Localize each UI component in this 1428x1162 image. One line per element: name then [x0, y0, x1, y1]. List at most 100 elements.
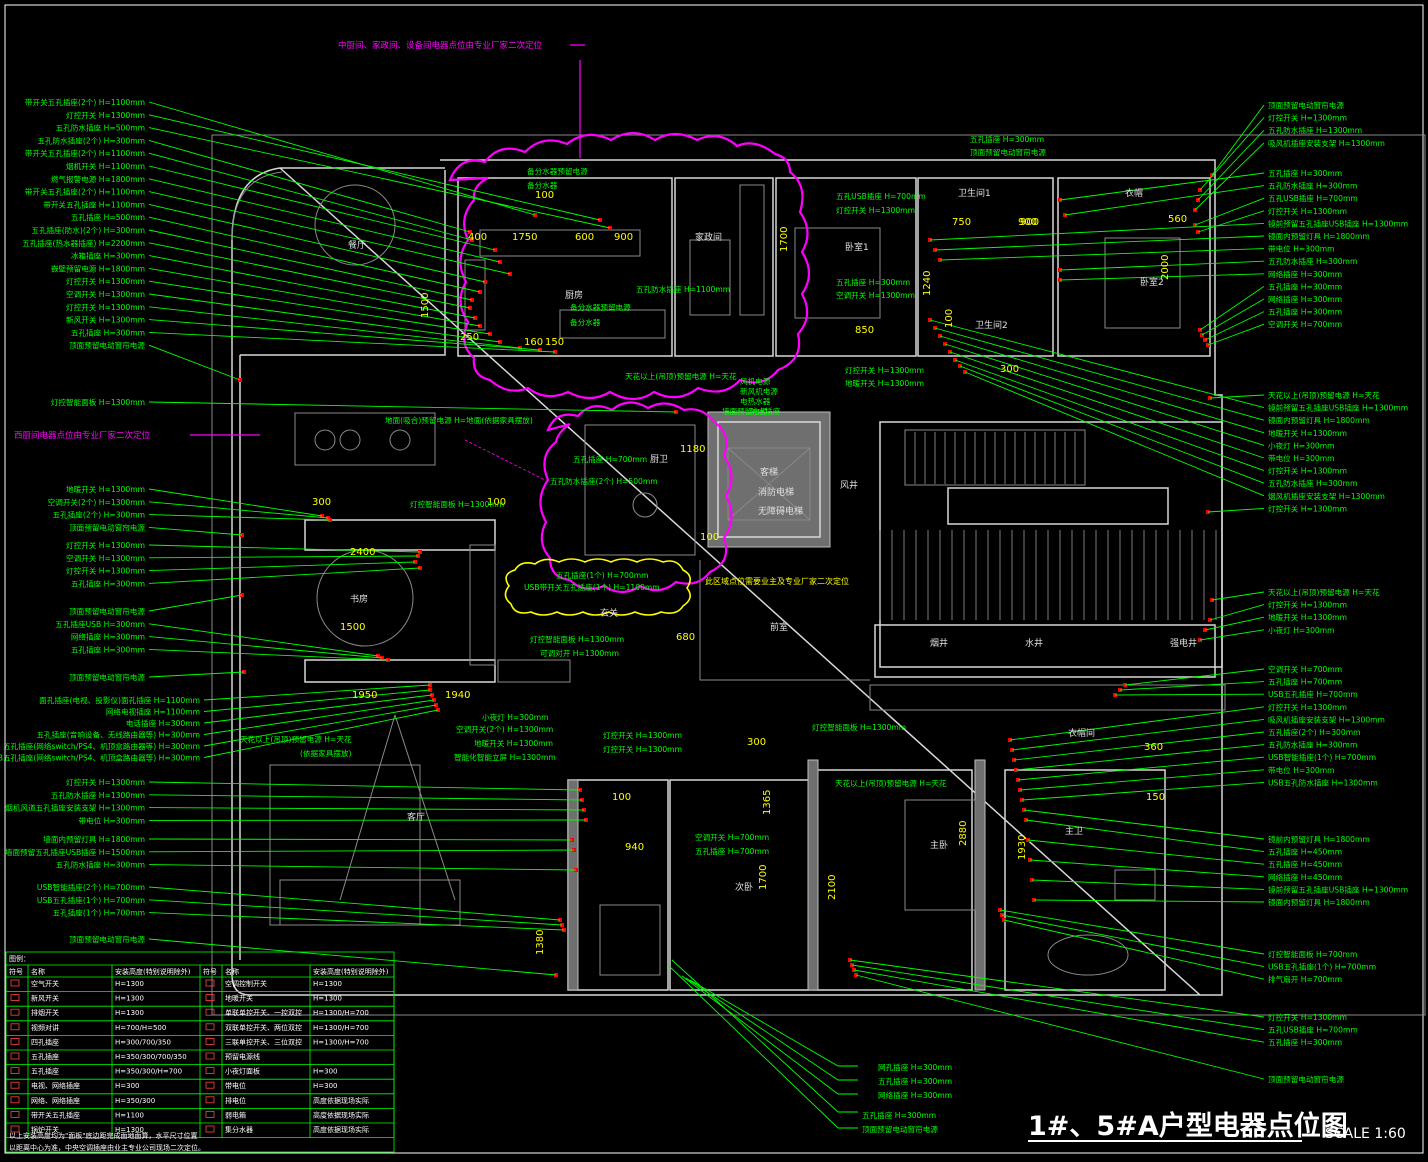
annotation-label: 带开关五孔插座 H=1100mm	[43, 199, 145, 209]
annotation-label: 空调开关(2个) H=1300mm	[48, 497, 145, 507]
annotation-label: 五孔插座(1个) H=700mm	[556, 570, 649, 580]
legend-cell: H=300	[313, 1068, 338, 1076]
room-label-closet: 衣帽	[1125, 187, 1143, 199]
annotation-label: 镜前预留五孔插座USB插座 H=1300mm	[1268, 218, 1408, 228]
annotation-label: 五孔插座 H=300mm	[71, 327, 145, 337]
room-label-closet2: 衣帽间	[1068, 727, 1095, 739]
annotation-label: 顶面预留电动窗帘电源	[69, 606, 145, 616]
annotation-label: 备分水器	[570, 317, 601, 327]
leader-line	[960, 366, 1264, 483]
annotation-label: 嵌壁预留电源 H=1800mm	[51, 263, 145, 273]
legend-symbol	[206, 1038, 214, 1044]
annotation-label: 网络插座 H=300mm	[71, 632, 145, 642]
annotation-label: 空调开关 H=700mm	[1268, 319, 1342, 329]
annotation-label: 五孔插座 H=300mm	[1268, 1037, 1342, 1047]
legend-symbol	[206, 1053, 214, 1059]
annotation-label: 镜前预留五孔插座USB插座 H=1300mm	[1268, 403, 1408, 413]
leader-line	[1200, 118, 1264, 190]
legend-cell: 单联单控开关、一控双控	[225, 1008, 302, 1017]
legend-title: 图例：	[9, 954, 30, 963]
annotation-label: 吸风机插座安装支架 H=1300mm	[1268, 138, 1385, 148]
annotation-label: USB智能插座(2个) H=700mm	[37, 882, 145, 892]
annotation-label: 顶面预留电动窗帘电源	[862, 1124, 938, 1134]
legend-symbol	[11, 1111, 19, 1117]
dimension-label: 1500	[420, 293, 431, 318]
annotation-label: 带开关五孔插座(2个) H=1100mm	[25, 97, 145, 107]
annotation-label: 新风机电源	[740, 386, 778, 396]
legend-cell: 高度依据现场实际	[313, 1125, 369, 1134]
leader-line	[149, 192, 510, 274]
note-left: 西厨间电器点位由专业厂家二次定位	[14, 430, 151, 441]
legend-symbol	[11, 1082, 19, 1088]
annotation-label: 灯控开关 H=1300mm	[66, 302, 145, 312]
annotation-label: 灯控开关 H=1300mm	[66, 540, 145, 550]
annotation-label: 五孔插座(防水)(2个) H=300mm	[31, 225, 145, 235]
leader-line	[1195, 198, 1264, 225]
legend-cell: H=1300/H=700	[313, 1038, 369, 1046]
leader-line	[1018, 757, 1264, 780]
annotation-label: 五孔防水插座 H=300mm	[1268, 256, 1357, 266]
legend-cell: 五孔插座	[31, 1067, 59, 1076]
legend-symbol	[11, 1038, 19, 1044]
annotation-label: 顶面预留电动窗帘电源	[970, 147, 1046, 157]
legend-cell: H=300	[313, 1082, 338, 1090]
annotation-label: 五孔防水插座 H=1100mm	[636, 284, 730, 294]
room-label-elevator: 客梯	[760, 466, 778, 478]
annotation-label: USB五孔防水插座 H=1300mm	[1268, 777, 1378, 787]
dimension-label: 160	[524, 337, 543, 348]
leader-line	[965, 372, 1264, 496]
leader-line	[149, 672, 244, 677]
annotation-label: USB带开关五孔插座(1个) H=1100mm	[524, 582, 660, 592]
legend-cell: 四孔插座	[31, 1037, 59, 1046]
leader-line	[149, 562, 415, 571]
annotation-label: 空调开关 H=1300mm	[66, 289, 145, 299]
leader-line	[149, 489, 322, 516]
room-label-wc: 厨卫	[650, 454, 668, 465]
annotation-label: 五孔插座 H=700mm	[695, 846, 769, 856]
leader-line	[1002, 915, 1264, 967]
annotation-label: 五孔插座 H=300mm	[71, 578, 145, 588]
legend-symbol	[11, 1097, 19, 1103]
leader-line	[1065, 186, 1264, 215]
annotation-label: 灯控开关 H=1300mm	[66, 276, 145, 286]
leader-line	[149, 527, 242, 535]
legend-header: 符号	[203, 967, 217, 976]
annotation-label: 灯控开关 H=1300mm	[1268, 466, 1347, 476]
leader-line	[854, 970, 1264, 1042]
legend-cell: 高度依据现场实际	[313, 1110, 369, 1119]
legend-symbol	[11, 1009, 19, 1015]
annotation-label: 灯控智能面板 H=1300mm	[410, 499, 504, 509]
dimension-label: 900	[614, 232, 633, 243]
room-label-elevator3: 无障碍电梯	[758, 505, 803, 517]
annotation-label: 地暖开关 H=1300mm	[66, 484, 145, 494]
annotation-label: 五孔插座 H=700mm	[573, 454, 647, 464]
note-leader-mid	[465, 440, 545, 480]
annotation-labels: 带开关五孔插座(2个) H=1100mm 灯控开关 H=1300mm 五孔防水插座 …	[0, 97, 1408, 1134]
annotation-label: 备分水器预留电源	[570, 302, 631, 312]
leader-line	[204, 685, 430, 700]
annotation-label: 网络电视插座 H=1100mm	[106, 707, 200, 717]
annotation-label: 五孔防水插座(2个) H=300mm	[37, 135, 145, 145]
leader-line	[1016, 745, 1264, 770]
dimension-label: 100	[612, 792, 631, 803]
dimension-label: 1365	[762, 790, 773, 815]
legend-symbol	[206, 980, 214, 986]
annotation-label: 灯控开关 H=1300mm	[603, 744, 682, 754]
legend-symbol	[11, 1053, 19, 1059]
leader-line	[930, 223, 1264, 240]
annotation-label: 五孔插座 H=300mm	[970, 134, 1044, 144]
annotation-label: USB五孔插座(网络switch/PS4、机顶盒路由器等) H=300mm	[0, 753, 200, 763]
legend-cell: 双联单控开关、两位双控	[225, 1023, 302, 1032]
leader-line	[149, 166, 495, 250]
leader-line	[1202, 299, 1264, 335]
leader-line	[1195, 143, 1264, 210]
annotation-label: 新风开关 H=1300mm	[66, 315, 145, 325]
dimension-label: 360	[1144, 742, 1163, 753]
annotation-label: 镜面内预留灯具 H=1800mm	[1268, 231, 1370, 241]
legend-symbol	[11, 1024, 19, 1030]
annotation-label: 五孔防水插座 H=1300mm	[1268, 125, 1362, 135]
annotation-label: (依据家具摆放)	[300, 748, 352, 758]
dimension-label: 1380	[535, 930, 546, 955]
note-center: 此区域点位需要业主及专业厂家二次定位	[705, 576, 849, 586]
leader-line	[1032, 880, 1264, 889]
